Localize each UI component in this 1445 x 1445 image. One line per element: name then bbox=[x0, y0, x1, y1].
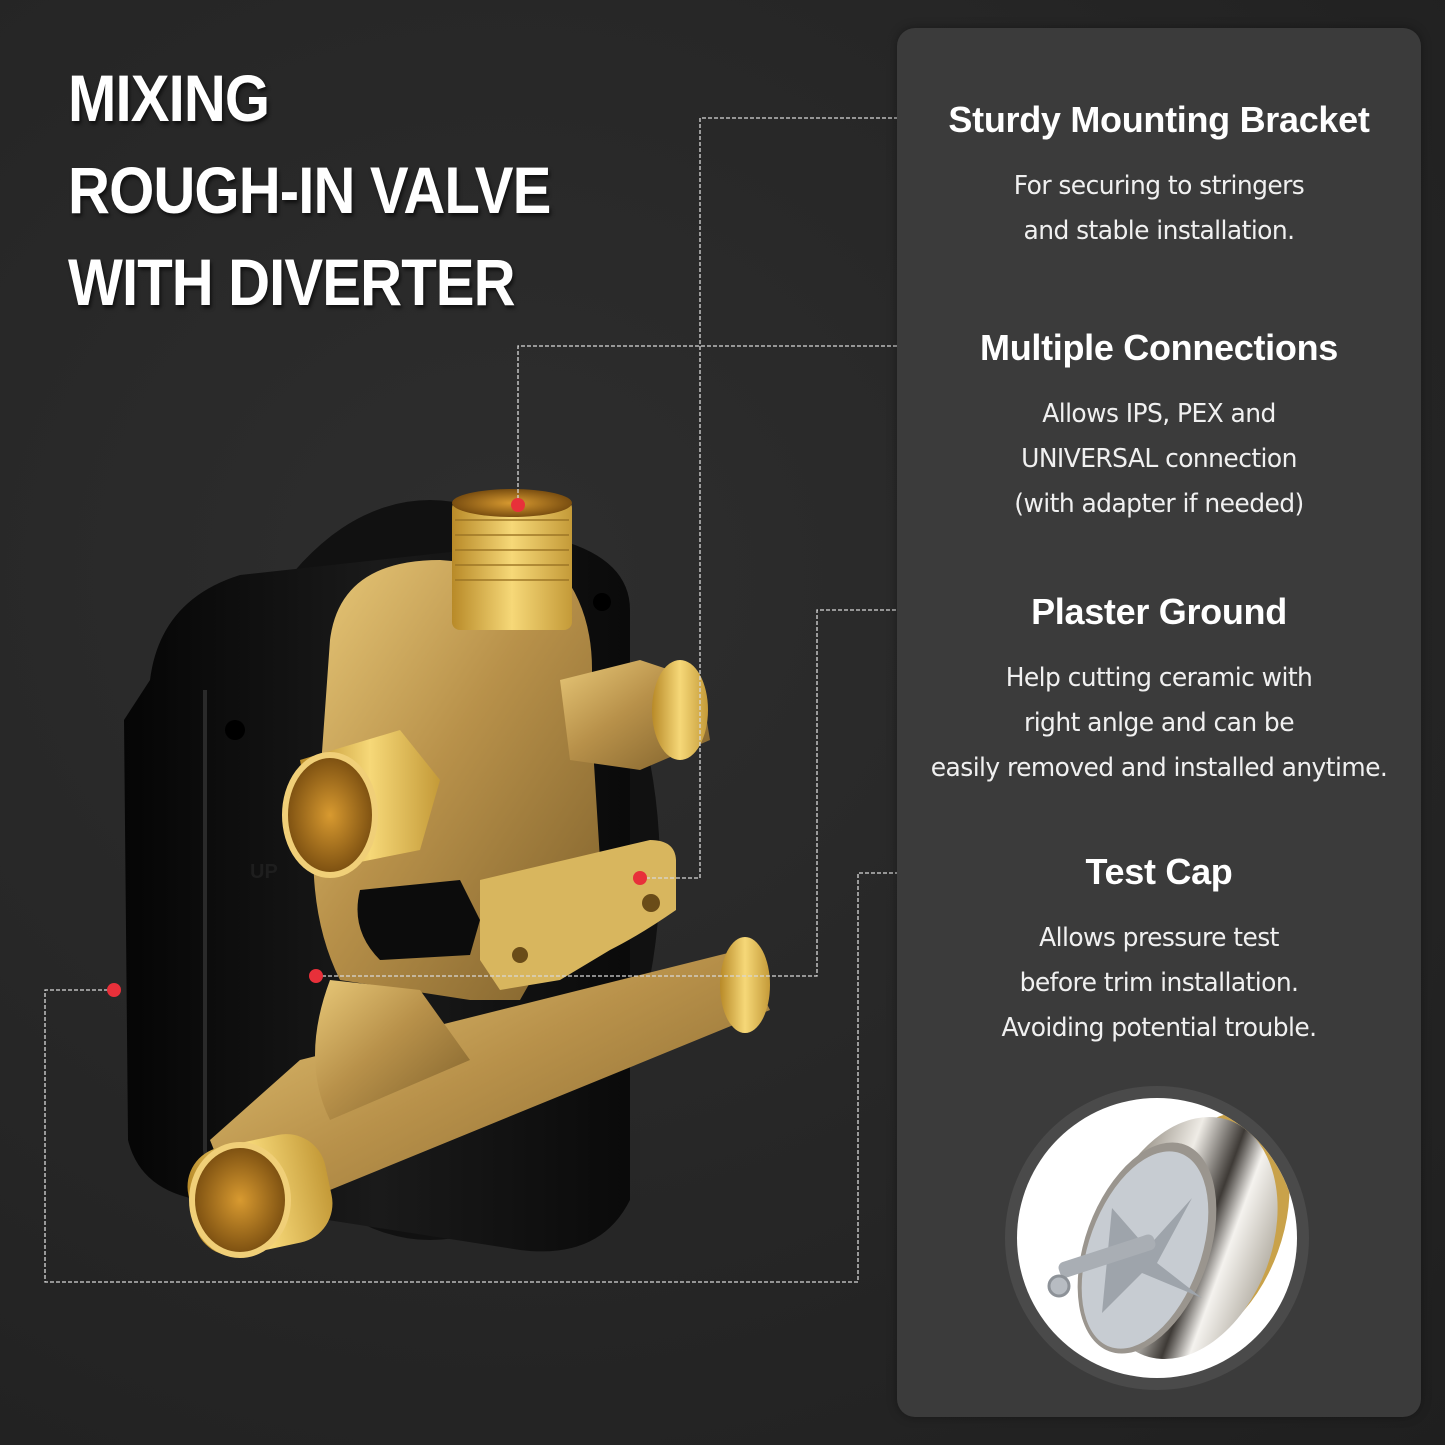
description-line: right anlge and can be bbox=[1024, 708, 1295, 738]
features-panel: Sturdy Mounting Bracket For securing to … bbox=[897, 28, 1421, 1417]
feature-description: For securing to stringers and stable ins… bbox=[907, 164, 1410, 254]
description-line: Allows IPS, PEX and bbox=[1042, 399, 1276, 429]
marker-dot-plaster-ground bbox=[309, 969, 323, 983]
test-cap-icon bbox=[1047, 1112, 1290, 1360]
feature-heading: Sturdy Mounting Bracket bbox=[948, 99, 1370, 140]
description-line: Allows pressure test bbox=[1039, 923, 1279, 953]
marker-dot-top-fitting bbox=[511, 498, 525, 512]
title-line-1: MIXING bbox=[68, 61, 270, 135]
test-cap-image bbox=[1005, 1086, 1309, 1390]
feature-description: Allows pressure test before trim install… bbox=[907, 916, 1410, 1051]
feature-test-cap: Test Cap Allows pressure test before tri… bbox=[897, 850, 1421, 1051]
feature-description: Allows IPS, PEX and UNIVERSAL connection… bbox=[907, 392, 1410, 527]
feature-heading: Test Cap bbox=[1085, 851, 1233, 892]
up-marking: UP bbox=[250, 861, 278, 883]
marker-dot-test-cap bbox=[107, 983, 121, 997]
description-line: easily removed and installed anytime. bbox=[930, 753, 1388, 783]
description-line: Help cutting ceramic with bbox=[1005, 663, 1313, 693]
feature-description: Help cutting ceramic with right anlge an… bbox=[907, 656, 1410, 791]
feature-heading: Plaster Ground bbox=[1031, 591, 1287, 632]
feature-multiple-connections: Multiple Connections Allows IPS, PEX and… bbox=[897, 326, 1421, 527]
title-line-2: ROUGH-IN VALVE bbox=[68, 153, 551, 227]
feature-mounting-bracket: Sturdy Mounting Bracket For securing to … bbox=[897, 98, 1421, 254]
description-line: and stable installation. bbox=[1023, 216, 1296, 246]
feature-plaster-ground: Plaster Ground Help cutting ceramic with… bbox=[897, 590, 1421, 791]
valve-product-image: UP bbox=[124, 489, 770, 1258]
description-line: Avoiding potential trouble. bbox=[1001, 1013, 1317, 1043]
description-line: before trim installation. bbox=[1019, 968, 1299, 998]
description-line: For securing to stringers bbox=[1013, 171, 1305, 201]
page-title: MIXING ROUGH-IN VALVE WITH DIVERTER bbox=[68, 52, 551, 328]
description-line: (with adapter if needed) bbox=[1014, 489, 1304, 519]
marker-dot-bracket bbox=[633, 871, 647, 885]
description-line: UNIVERSAL connection bbox=[1021, 444, 1297, 474]
title-line-3: WITH DIVERTER bbox=[68, 245, 516, 319]
feature-heading: Multiple Connections bbox=[980, 327, 1338, 368]
